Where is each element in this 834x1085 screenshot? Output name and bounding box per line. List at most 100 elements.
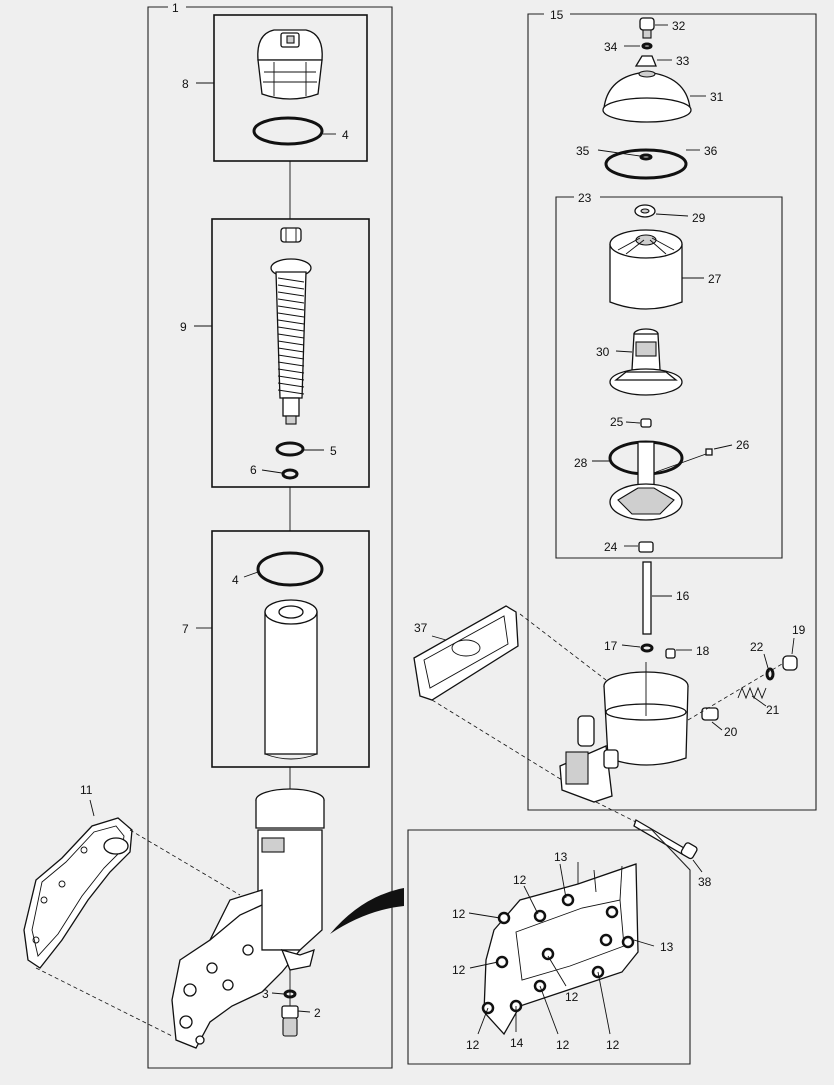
carrier-lattice-line [277,298,305,304]
label-1: 1 [172,1,179,15]
carrier-lattice-line [277,312,305,318]
element-carrier-tube [270,258,312,425]
label-4-lower: 4 [232,573,239,587]
label-23: 23 [578,191,592,205]
label-21: 21 [766,703,780,717]
carrier-lattice-line [277,361,305,367]
o-ring-4-lower [256,551,324,587]
nut-25 [640,418,652,428]
detail-label-12-e: 12 [466,1038,480,1052]
carrier-lattice-line [277,375,305,381]
plug-19 [782,655,798,671]
detail-label-13-a: 13 [554,850,568,864]
centrifuge-bowl [559,662,689,803]
filter-cartridge [264,599,318,760]
label-24: 24 [604,540,618,554]
detail-label-13-b: 13 [660,940,674,954]
label-18: 18 [696,644,710,658]
label-38: 38 [698,875,712,889]
label-26: 26 [736,438,750,452]
carrier-lattice-line [277,319,305,325]
label-4-upper: 4 [342,128,349,142]
gasket-37: 37 [413,605,519,701]
cover-31 [602,70,692,123]
label-22: 22 [750,640,764,654]
detail-bolt-head [561,893,575,907]
carrier-lattice-line [277,389,305,395]
seal-22 [765,667,775,681]
label-17: 17 [604,639,618,653]
carrier-lattice-line [277,347,305,353]
label-32: 32 [672,19,686,33]
nut-top [280,227,302,243]
label-31: 31 [710,90,724,104]
label-36: 36 [704,144,718,158]
bushing-24 [638,541,654,553]
shaft-16 [642,561,652,635]
o-ring-4-upper [252,116,324,146]
clip-33 [634,55,657,67]
rotor-cup-27 [609,229,683,310]
label-25: 25 [610,415,624,429]
cap-group-8: 8 4 [182,14,368,162]
carrier-lattice-line [277,326,305,332]
seal-3 [283,989,297,999]
label-8: 8 [182,77,189,91]
seal-6 [281,468,299,480]
label-20: 20 [724,725,738,739]
detail-label-12-g: 12 [606,1038,620,1052]
label-33: 33 [676,54,690,68]
detail-label-12-f: 12 [556,1038,570,1052]
label-29: 29 [692,211,706,225]
carrier-lattice-line [277,277,305,283]
detail-label-12-c: 12 [452,963,466,977]
carrier-lattice-line [277,291,305,297]
detail-label-12-b: 12 [513,873,527,887]
oil-filter-cap [257,29,323,100]
seal-17 [640,643,654,653]
label-7: 7 [182,622,189,636]
drain-plug-parts: 3 2 [262,970,321,1037]
label-3: 3 [262,987,269,1001]
label-27: 27 [708,272,722,286]
label-37: 37 [414,621,428,635]
detail-label-12-a: 12 [452,907,466,921]
carrier-lattice-line [277,354,305,360]
o-ring-5 [275,441,305,457]
label-9: 9 [180,320,187,334]
seal-35 [639,153,653,161]
label-15: 15 [550,8,564,22]
detail-bolt-head [533,909,547,923]
detail-inset: 12 12 13 13 12 12 12 14 12 12 [407,829,691,1065]
element-carrier-group-9: 9 5 6 [180,218,370,488]
detail-bolt-head [497,911,511,925]
rotor-base [609,441,683,521]
gasket-11: 11 [23,783,241,1037]
assembly-1-frame: 1 [147,1,393,1069]
drain-plug-2 [281,1005,299,1019]
detail-bolt-head [541,947,555,961]
detail-housing [483,862,639,1036]
detail-label-12-d: 12 [565,990,579,1004]
spring-parts: 20 21 22 19 [687,623,806,739]
shaft-and-bowl: 16 17 18 20 21 22 [431,561,806,803]
label-28: 28 [574,456,588,470]
detail-bolt-head [621,935,635,949]
assembly-15-frame: 15 [527,8,817,811]
washer-34 [641,42,653,50]
detail-leaders [468,863,655,1035]
spring-21 [737,686,767,700]
plug-18 [665,648,676,659]
o-ring-36 [604,148,688,180]
label-35: 35 [576,144,590,158]
label-34: 34 [604,40,618,54]
carrier-lattice-line [277,305,305,311]
bolt-32 [639,17,655,31]
nozzle-30 [609,328,683,396]
label-5: 5 [330,444,337,458]
detail-label-14: 14 [510,1036,524,1050]
filter-element-group-7: 7 4 [182,530,370,768]
label-11: 11 [80,783,93,797]
